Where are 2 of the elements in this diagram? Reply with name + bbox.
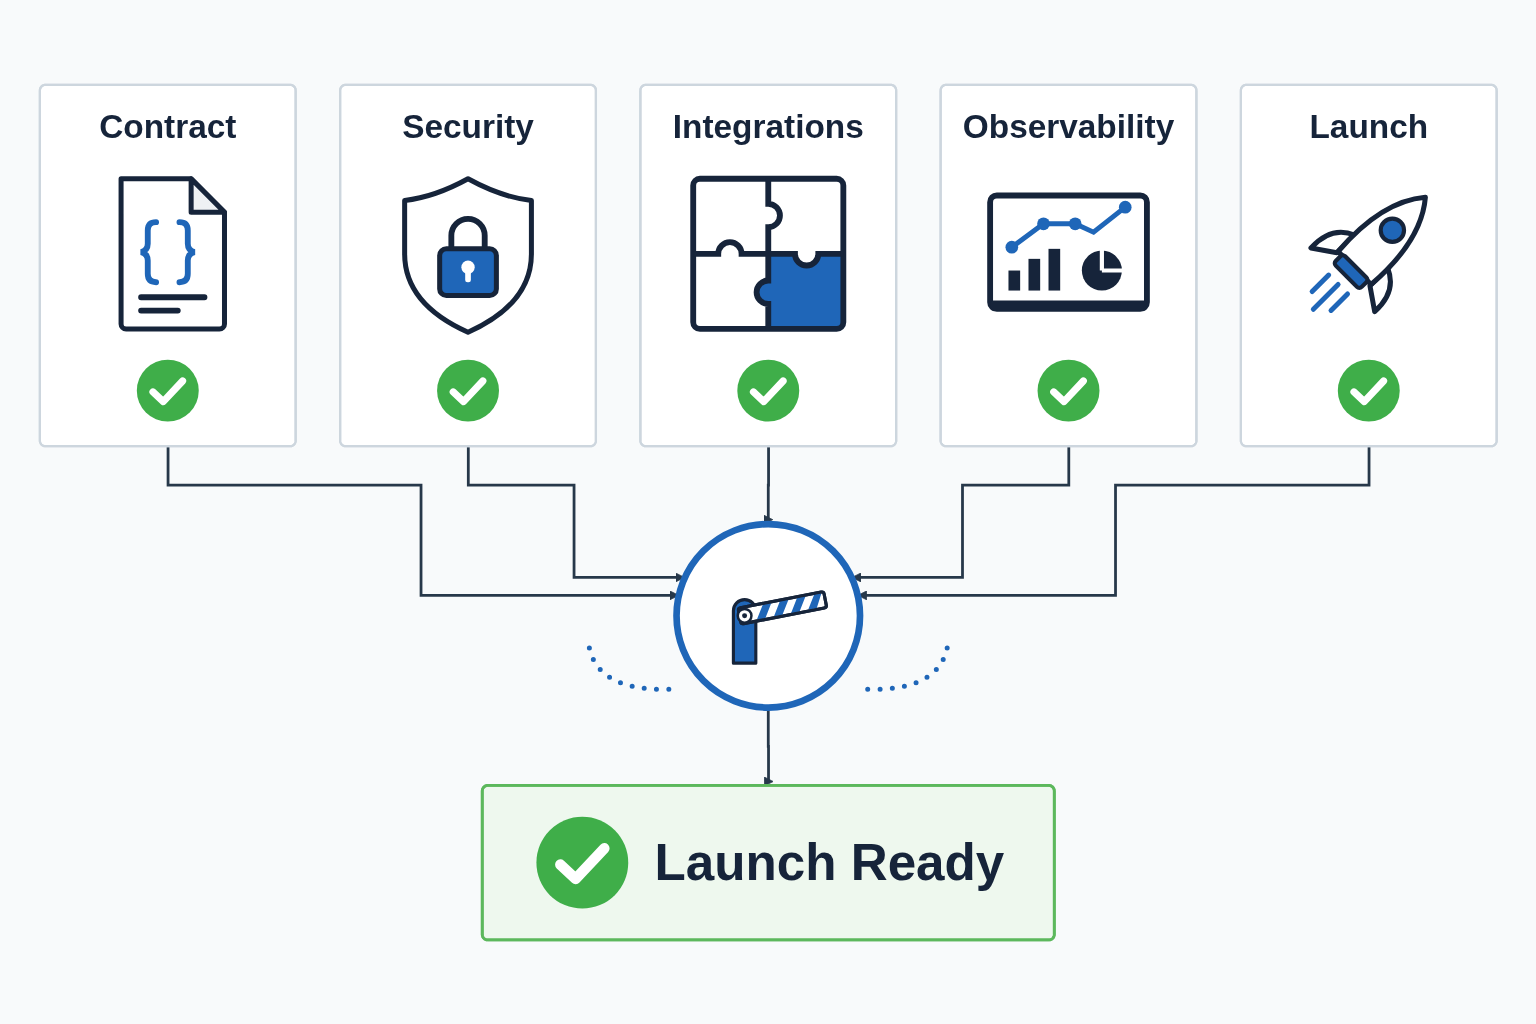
arrow bbox=[466, 445, 685, 582]
node-circle bbox=[672, 520, 864, 711]
